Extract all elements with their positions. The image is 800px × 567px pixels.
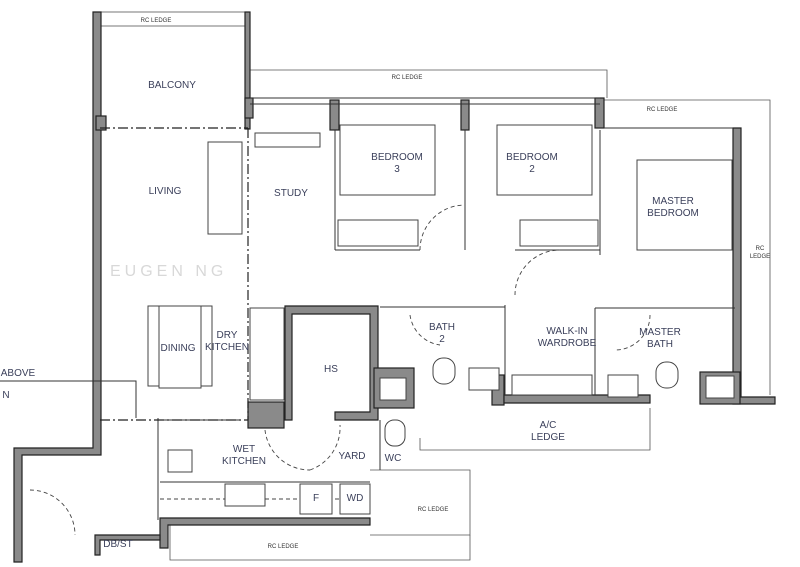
- wet-kitchen-label-1: WET: [233, 444, 255, 455]
- toilet-wc: [384, 419, 406, 447]
- dining-label: DINING: [161, 343, 196, 354]
- bedrooms-rc-ledge: [250, 69, 608, 98]
- basin-master-bath: [607, 374, 639, 398]
- washer-dryer: [339, 483, 371, 515]
- master-bed: [636, 159, 733, 251]
- bed-3: [339, 124, 436, 196]
- living-label: LIVING: [149, 186, 182, 197]
- bath2-label: BATH: [429, 322, 455, 333]
- toilet-master-bath: [655, 361, 679, 389]
- rc-ledge-label: RC LEDGE: [418, 507, 449, 513]
- wc-label: WC: [385, 453, 402, 464]
- bedroom2-label: BEDROOM: [506, 152, 558, 163]
- master-bath-label-2: BATH: [647, 339, 673, 350]
- dining-table: [158, 305, 202, 389]
- bedroom3-label: BEDROOM: [371, 152, 423, 163]
- basin-bath2: [468, 367, 500, 391]
- fridge-label: F: [313, 493, 319, 504]
- walk-in-label-1: WALK-IN: [546, 326, 587, 337]
- balcony-label: BALCONY: [148, 80, 196, 91]
- watermark: EUGEN NG: [110, 263, 227, 280]
- kitchen-rc-ledge: [169, 520, 471, 561]
- furniture: [147, 124, 735, 515]
- ac-ledge-label-2: LEDGE: [531, 432, 565, 443]
- bath2-number: 2: [439, 334, 445, 345]
- rc-ledge-label: LEDGE: [750, 254, 770, 260]
- db-st-label: DB/ST: [103, 539, 132, 550]
- annotation-label-1: ABOVE: [1, 368, 36, 379]
- wardrobe-3: [337, 219, 419, 247]
- rc-ledge-label: RC LEDGE: [647, 107, 678, 113]
- rc-ledge-label: RC LEDGE: [141, 18, 172, 24]
- shaft-1: [379, 377, 407, 401]
- bedroom2-number: 2: [529, 164, 535, 175]
- walls: [13, 11, 776, 563]
- balcony-rc-ledge: [99, 11, 249, 27]
- dry-kitchen-counter: [249, 307, 285, 401]
- toilet-bath2: [432, 357, 456, 385]
- doors: [29, 204, 651, 536]
- annotation-label-2: N: [2, 390, 9, 401]
- fridge: [299, 483, 333, 515]
- sofa: [207, 141, 243, 235]
- yard-label: YARD: [338, 451, 365, 462]
- rc-ledge-label: RC LEDGE: [392, 75, 423, 81]
- wet-kitchen-label-2: KITCHEN: [222, 456, 266, 467]
- master-bath-label-1: MASTER: [639, 327, 681, 338]
- study-label: STUDY: [274, 188, 308, 199]
- dry-kitchen-label-1: DRY: [217, 330, 238, 341]
- rc-ledge-label: RC: [756, 246, 765, 252]
- ac-ledge-outline: [419, 408, 651, 451]
- hs-label: HS: [324, 364, 338, 375]
- bed-2: [496, 124, 593, 196]
- master-bedroom-label-2: BEDROOM: [647, 208, 699, 219]
- hob: [224, 483, 266, 507]
- kitchen-sink: [167, 449, 193, 473]
- washer-dryer-label: WD: [347, 493, 364, 504]
- ac-ledge-label-1: A/C: [540, 420, 557, 431]
- walk-in-label-2: WARDROBE: [538, 338, 597, 349]
- shaft-2: [705, 375, 735, 399]
- wardrobe-rail: [511, 374, 593, 396]
- study-desk: [254, 132, 321, 148]
- bedroom3-number: 3: [394, 164, 400, 175]
- right-rc-ledge: [600, 99, 771, 395]
- yard-rc-ledge: [370, 469, 471, 536]
- master-bedroom-label-1: MASTER: [652, 196, 694, 207]
- partitions: [157, 97, 735, 520]
- annotation-leader: [0, 380, 137, 418]
- dry-kitchen-label-2: KITCHEN: [205, 342, 249, 353]
- rc-ledge-label: RC LEDGE: [268, 544, 299, 550]
- wardrobe-2: [519, 219, 599, 247]
